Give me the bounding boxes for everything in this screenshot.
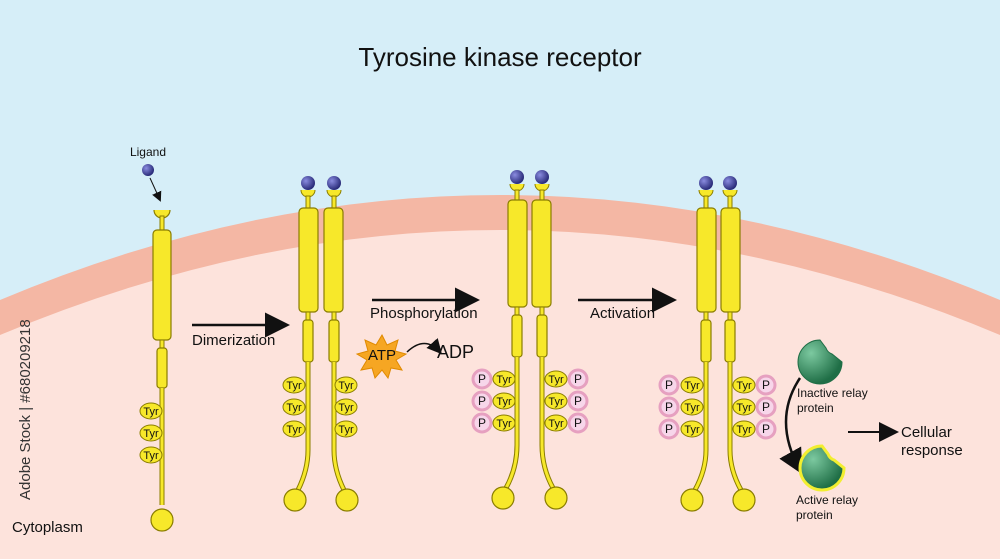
active-tyr-group: Tyr Tyr Tyr P P P Tyr Tyr Tyr P P P bbox=[658, 374, 777, 440]
relay-protein-icon bbox=[798, 444, 846, 492]
stock-id-label: Adobe Stock | #680209218 bbox=[17, 319, 34, 500]
ligand-icon bbox=[699, 176, 713, 190]
adp-label: ADP bbox=[437, 342, 474, 362]
atp-burst-icon: ATP bbox=[355, 333, 408, 380]
active-receptor bbox=[680, 176, 756, 512]
relay-activation-arrow bbox=[779, 377, 803, 475]
ligand-icon bbox=[723, 176, 737, 190]
ligand-icon bbox=[142, 164, 154, 176]
active-relay-label-1: Active relay bbox=[796, 493, 858, 507]
tyr-label: Tyr bbox=[338, 402, 354, 414]
receptor-extracellular bbox=[152, 229, 172, 341]
monomer-receptor: Ligand bbox=[130, 145, 174, 532]
ligand-label: Ligand bbox=[130, 145, 166, 159]
phosphate-icon bbox=[755, 396, 777, 418]
cellular-response-label-2: response bbox=[901, 442, 963, 459]
dimerization-label: Dimerization bbox=[192, 332, 275, 349]
dimer-receptor bbox=[283, 176, 359, 512]
diagram-title: Tyrosine kinase receptor bbox=[358, 42, 642, 72]
phosphorylated-receptor bbox=[491, 170, 568, 510]
tyr-label: Tyr bbox=[684, 380, 700, 392]
inactive-relay-protein: Inactive relay protein bbox=[797, 339, 868, 415]
tyr-label: Tyr bbox=[548, 418, 564, 430]
phosphate-label: P bbox=[665, 378, 673, 392]
monomer-tyr-group: Tyr Tyr Tyr bbox=[139, 402, 163, 464]
phosphate-icon bbox=[567, 368, 589, 390]
inactive-relay-label-1: Inactive relay bbox=[797, 386, 868, 400]
phosphate-icon bbox=[471, 368, 493, 390]
tyr-label: Tyr bbox=[338, 424, 354, 436]
tyr-label: Tyr bbox=[496, 396, 512, 408]
phosphate-label: P bbox=[574, 394, 582, 408]
phosphate-icon bbox=[567, 412, 589, 434]
ligand-icon bbox=[301, 176, 315, 190]
atp-label: ATP bbox=[368, 347, 396, 364]
active-relay-protein: Active relay protein bbox=[796, 444, 858, 522]
tyr-label: Tyr bbox=[548, 396, 564, 408]
phosphate-icon bbox=[471, 390, 493, 412]
tyr-label: Tyr bbox=[496, 418, 512, 430]
phosphate-label: P bbox=[478, 416, 486, 430]
tyr-label: Tyr bbox=[286, 380, 302, 392]
phosphate-label: P bbox=[665, 400, 673, 414]
tyr-label: Tyr bbox=[143, 428, 159, 440]
phosphate-label: P bbox=[574, 416, 582, 430]
phosphate-icon bbox=[567, 390, 589, 412]
tyr-label: Tyr bbox=[684, 424, 700, 436]
ligand-icon bbox=[327, 176, 341, 190]
phosphate-icon bbox=[658, 374, 680, 396]
tyr-label: Tyr bbox=[684, 402, 700, 414]
phosphate-label: P bbox=[478, 394, 486, 408]
tyr-label: Tyr bbox=[496, 374, 512, 386]
tyr-label: Tyr bbox=[548, 374, 564, 386]
dimer-tyr-group: Tyr Tyr Tyr Tyr Tyr Tyr bbox=[282, 376, 358, 438]
phosphate-label: P bbox=[762, 422, 770, 436]
phosphate-icon bbox=[755, 374, 777, 396]
tyr-label: Tyr bbox=[286, 424, 302, 436]
activation-label: Activation bbox=[590, 305, 655, 322]
ligand-icon bbox=[535, 170, 549, 184]
active-relay-label-2: protein bbox=[796, 508, 833, 522]
tyr-label: Tyr bbox=[736, 380, 752, 392]
phosphate-icon bbox=[755, 418, 777, 440]
tyr-label: Tyr bbox=[736, 424, 752, 436]
ligand-arrow bbox=[149, 177, 162, 202]
tyr-label: Tyr bbox=[338, 380, 354, 392]
inactive-relay-label-2: protein bbox=[797, 401, 834, 415]
phosphorylated-tyr-group: Tyr Tyr Tyr P P P Tyr Tyr Tyr P P P bbox=[471, 368, 589, 434]
cellular-response-label-1: Cellular bbox=[901, 424, 952, 441]
phosphorylation-label: Phosphorylation bbox=[370, 305, 478, 322]
atp-to-adp-arrow bbox=[406, 338, 442, 355]
phosphate-icon bbox=[658, 418, 680, 440]
phosphate-icon bbox=[658, 396, 680, 418]
ligand-icon bbox=[510, 170, 524, 184]
tyr-label: Tyr bbox=[286, 402, 302, 414]
phosphate-label: P bbox=[665, 422, 673, 436]
tyr-label: Tyr bbox=[143, 406, 159, 418]
tyr-label: Tyr bbox=[143, 450, 159, 462]
phosphate-label: P bbox=[762, 400, 770, 414]
phosphate-label: P bbox=[478, 372, 486, 386]
relay-protein-icon bbox=[797, 339, 843, 385]
tyr-label: Tyr bbox=[736, 402, 752, 414]
cytoplasm-label: Cytoplasm bbox=[12, 519, 83, 536]
phosphate-label: P bbox=[574, 372, 582, 386]
phosphate-icon bbox=[471, 412, 493, 434]
phosphate-label: P bbox=[762, 378, 770, 392]
